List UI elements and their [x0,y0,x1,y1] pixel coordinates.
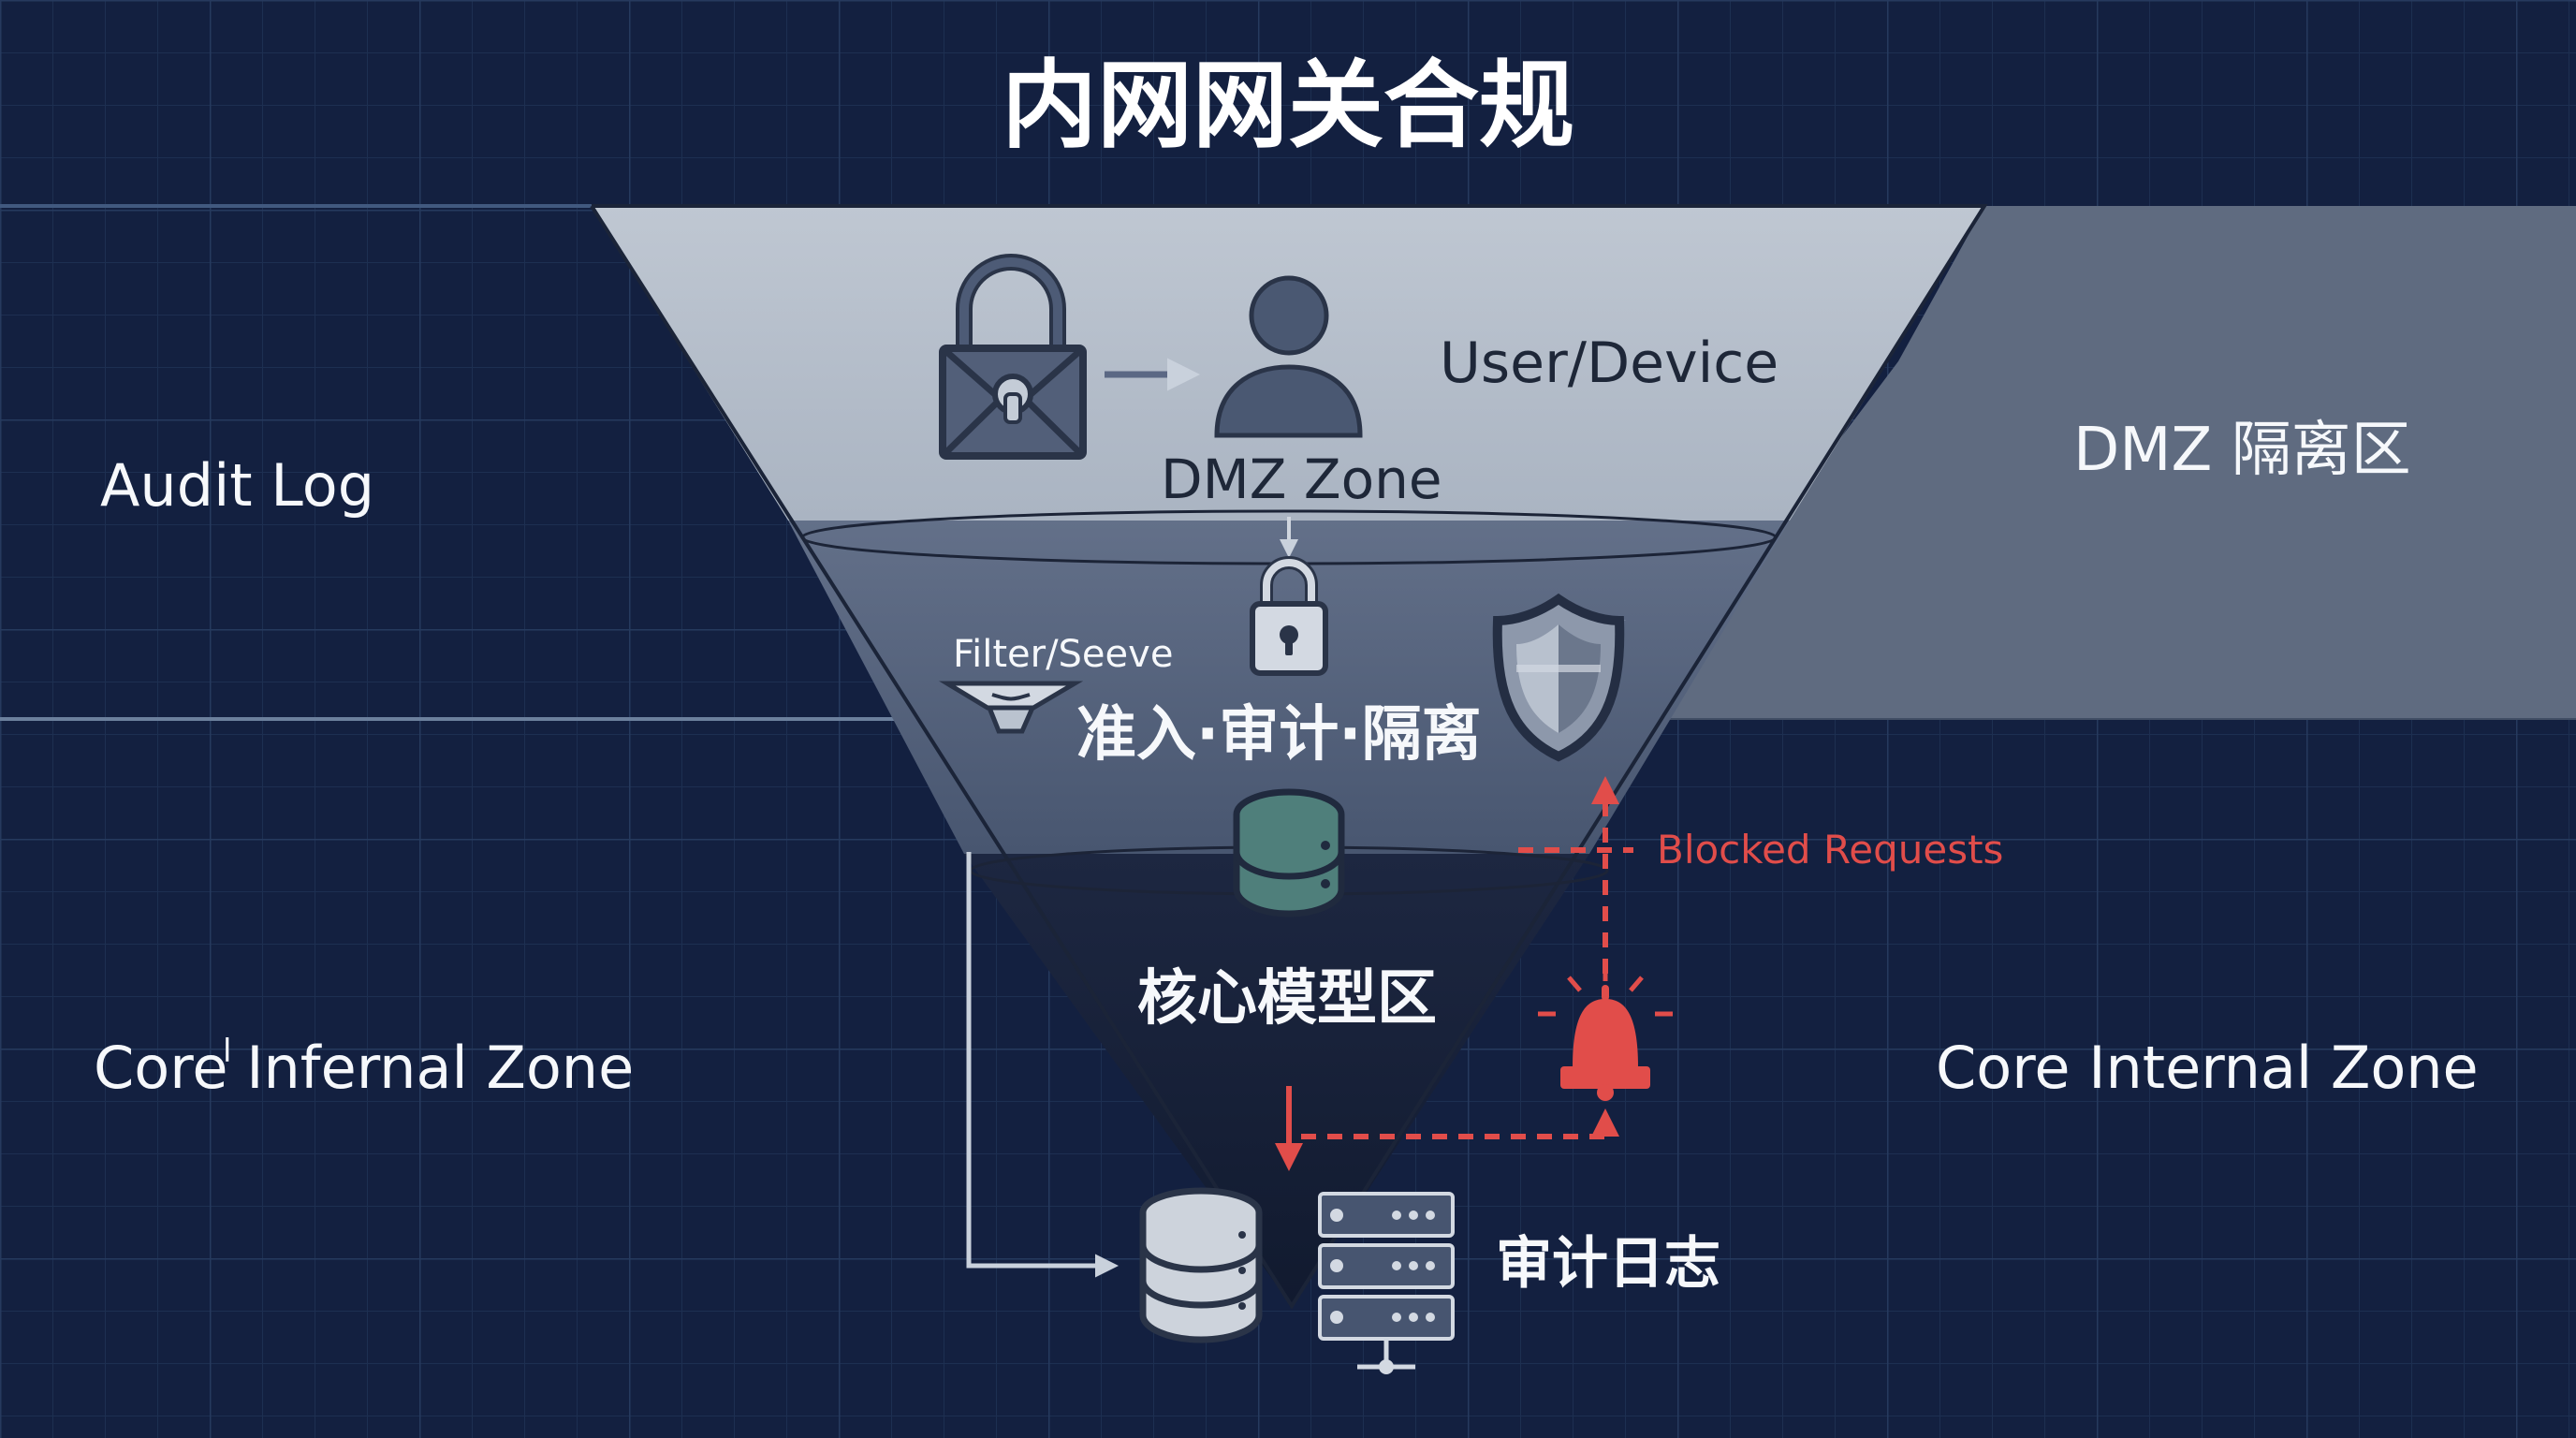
funnel-middle-band [788,521,1790,854]
filter-label: Filter/Seeve [953,633,1173,676]
funnel-core-band [964,854,1589,1306]
audit-log-label: Audit Log [100,451,374,520]
middle-policy-label: 准入·审计·隔离 [1076,700,1482,770]
database-icon [1139,1187,1263,1343]
database-icon [1233,788,1345,917]
audit-log-cn-label: 审计日志 [1496,1231,1720,1297]
blocked-dashed-line [1301,776,1633,1139]
core-internal-right-label: Core Internal Zone [1936,1034,2479,1102]
funnel-outline [590,204,1988,1310]
page-title: 内网网关合规 [1002,51,1574,162]
alarm-bell-icon [1538,964,1673,1101]
right-dmz-panel [1664,206,2576,719]
dmz-zone-label: DMZ Zone [1161,448,1442,511]
funnel-icon [939,681,1084,734]
padlock-icon [1250,556,1328,676]
shield-icon [1492,593,1627,762]
user-device-label: User/Device [1440,330,1778,396]
lock-envelope-icon [939,254,1087,460]
server-rack-icon [1318,1192,1455,1374]
dmz-isolation-label: DMZ 隔离区 [2073,416,2411,485]
left-log-flow-line [966,852,1119,1278]
core-internal-left-mark: l [223,1033,231,1070]
user-icon [1214,275,1363,438]
blocked-requests-label: Blocked Requests [1657,827,2003,873]
core-model-label: 核心模型区 [1137,964,1437,1034]
core-internal-left-label: Core Infernal Zone [94,1034,634,1102]
